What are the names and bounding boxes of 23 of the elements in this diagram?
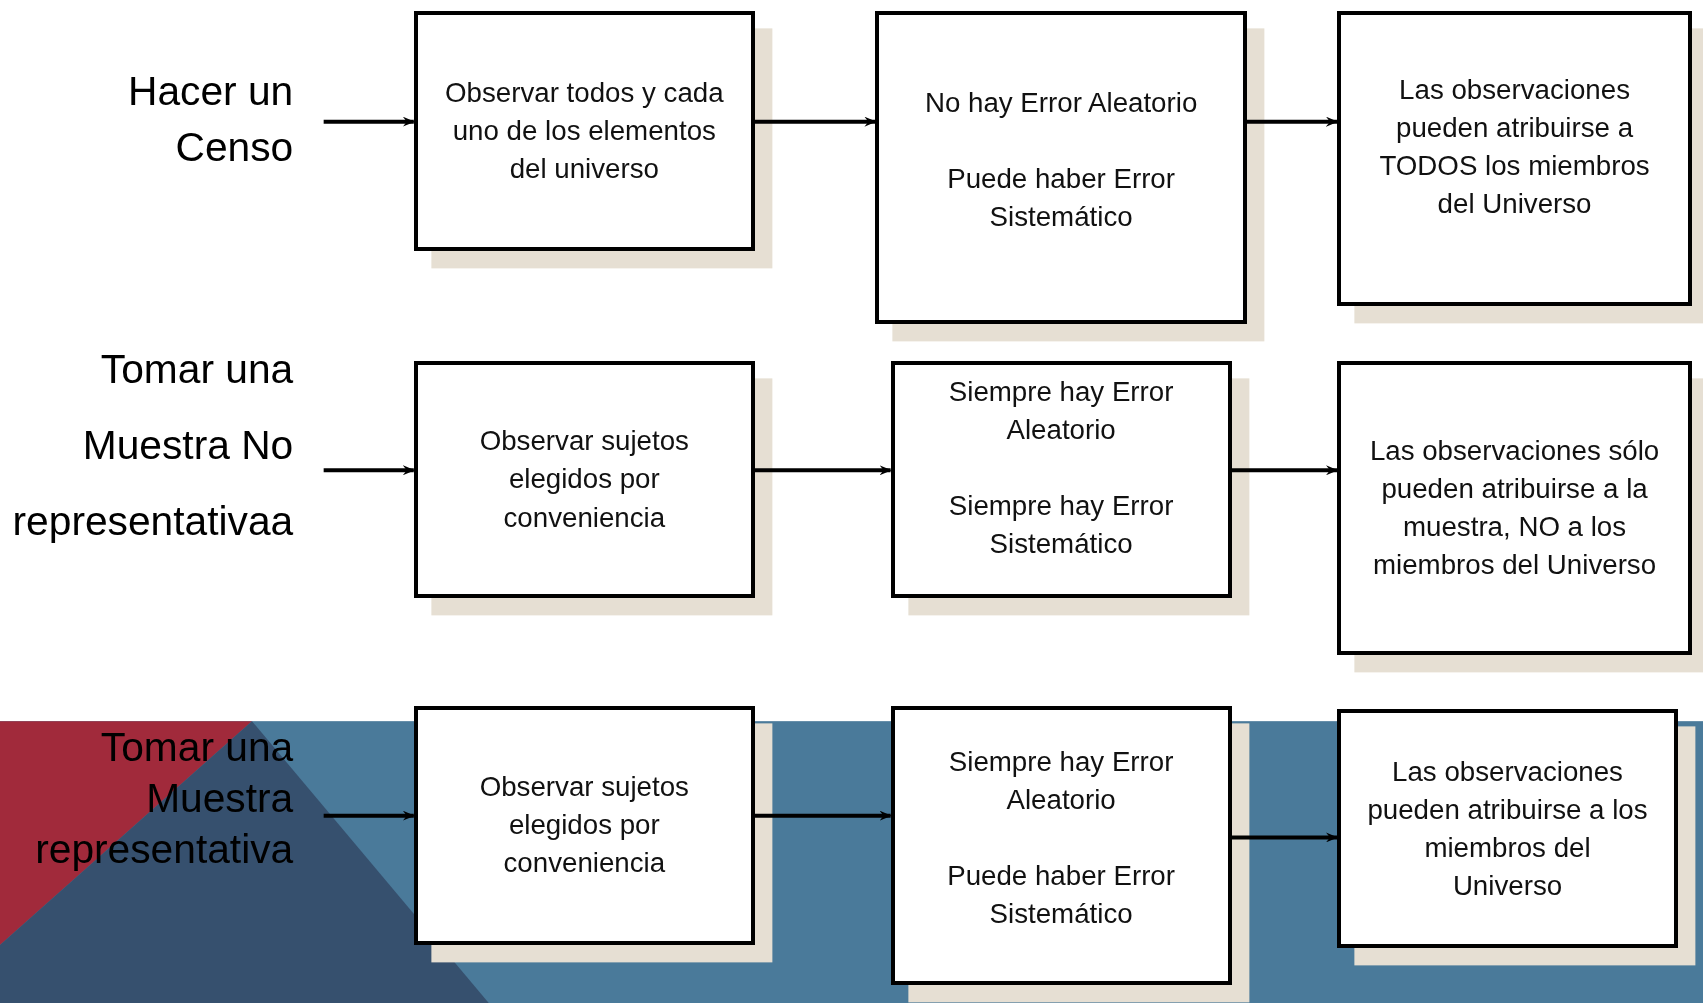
arrow bbox=[754, 810, 892, 821]
box-text: Siempre hay Error Aleatorio bbox=[947, 744, 1175, 817]
box-text: Las observaciones pueden atribuirse a los miembros del Universo bbox=[1367, 754, 1648, 903]
arrow bbox=[754, 465, 892, 476]
box-text: Puede haber Error Sistemático bbox=[946, 858, 1176, 931]
box-text: Siempre hay Error Sistemático bbox=[947, 489, 1175, 562]
arrow bbox=[323, 810, 415, 821]
box-text: Las observaciones pueden atribuirse a TODOS los miembros del Universo bbox=[1378, 73, 1651, 222]
arrow bbox=[754, 116, 877, 127]
box-text: Observar sujetos elegidos por conveniencia bbox=[478, 770, 690, 881]
box-text: Las observaciones sólo pueden atribuirse a la muestra, NO a los miembros del Universo bbox=[1368, 433, 1661, 582]
box-text: Observar todos y cada uno de los elementos del universo bbox=[444, 75, 725, 186]
box-text: Observar sujetos elegidos por conveniencia bbox=[478, 424, 690, 535]
box-text: Siempre hay Error Aleatorio bbox=[947, 375, 1175, 448]
arrow bbox=[1246, 116, 1338, 127]
arrow bbox=[323, 465, 415, 476]
row-label: Hacer un Censo bbox=[127, 67, 294, 173]
box-text: No hay Error Aleatorio bbox=[924, 86, 1198, 121]
arrow bbox=[1231, 465, 1338, 476]
arrow bbox=[1231, 832, 1338, 843]
box-text: Puede haber Error Sistemático bbox=[946, 162, 1176, 235]
arrow bbox=[323, 116, 415, 127]
row-label: Tomar una Muestra No representativaa bbox=[11, 345, 294, 547]
